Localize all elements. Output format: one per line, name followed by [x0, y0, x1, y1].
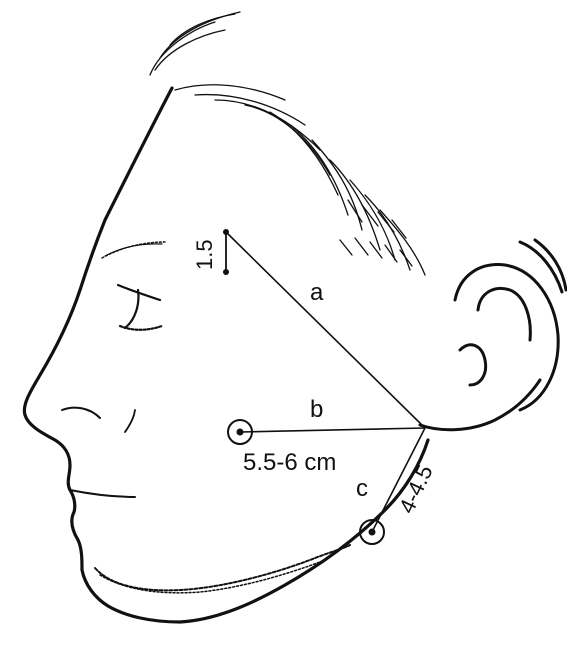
hair — [150, 12, 425, 275]
line-c-length-label: 4-4.5 — [394, 461, 438, 517]
cheek-crease — [125, 410, 135, 432]
beard-shading-2 — [100, 562, 320, 593]
line-a-label: a — [310, 279, 324, 306]
eyebrow-measure-label: 1.5 — [192, 239, 217, 270]
closed-eye — [118, 285, 162, 330]
line-b-point-dot — [237, 429, 244, 436]
eyebrow-fill — [105, 244, 162, 256]
nose-wing — [62, 408, 100, 418]
mouth — [70, 490, 135, 497]
line-b — [240, 428, 425, 432]
face-profile-outline — [24, 88, 428, 622]
line-b-label: b — [310, 396, 323, 423]
line-c-point-dot — [369, 529, 376, 536]
line-b-length-label: 5.5-6 cm — [243, 449, 336, 476]
line-a — [226, 232, 425, 428]
ear — [455, 240, 566, 410]
jaw-line — [420, 380, 540, 430]
eyebrow-measure-bottom-dot — [223, 269, 229, 275]
line-c-label: c — [356, 475, 368, 502]
